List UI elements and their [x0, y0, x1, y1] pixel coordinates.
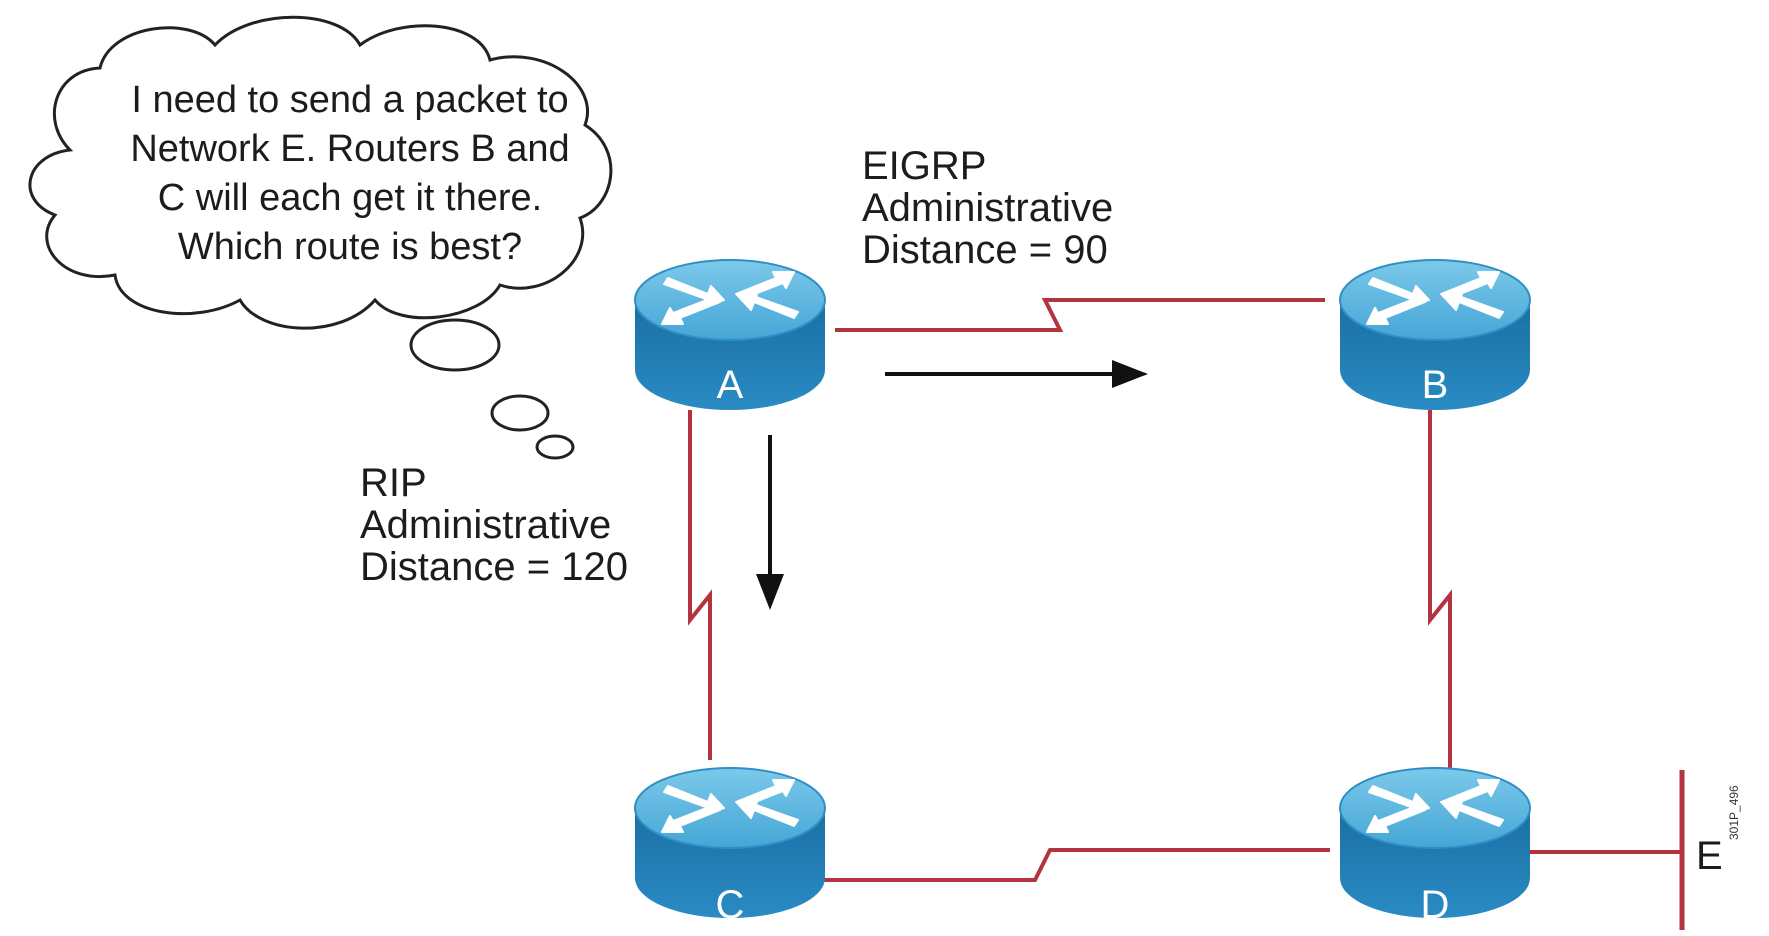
link-a-c: [688, 410, 712, 760]
link-a-b: [835, 298, 1325, 332]
thought-bubble-text: I need to send a packet to Network E. Ro…: [70, 76, 630, 272]
eigrp-label: EIGRP Administrative Distance = 90: [862, 145, 1113, 271]
router-a-label: A: [716, 363, 744, 407]
arrow-down-icon: [756, 435, 784, 610]
rip-label: RIP Administrative Distance = 120: [360, 462, 628, 588]
router-d-label: D: [1420, 883, 1450, 927]
link-c-d: [800, 848, 1330, 882]
rip-label-line: RIP: [360, 461, 427, 505]
thought-line: I need to send a packet to: [131, 79, 569, 121]
eigrp-label-line: Distance = 90: [862, 228, 1108, 272]
figure-id: 301P_496: [1727, 785, 1741, 840]
arrow-right-icon: [885, 360, 1148, 388]
router-b-label: B: [1421, 363, 1449, 407]
thought-line: Which route is best?: [177, 226, 523, 268]
rip-label-line: Distance = 120: [360, 545, 628, 589]
rip-label-line: Administrative: [360, 503, 612, 547]
eigrp-label-line: Administrative: [862, 186, 1114, 230]
thought-line: C will each get it there.: [157, 177, 543, 219]
thought-cloud: [28, 15, 613, 460]
network-e-label: E: [1696, 834, 1723, 878]
link-b-d: [1428, 410, 1452, 790]
eigrp-label-line: EIGRP: [862, 144, 987, 188]
thought-line: Network E. Routers B and: [130, 128, 570, 170]
network-links: [688, 298, 1682, 882]
router-c-label: C: [715, 883, 745, 927]
